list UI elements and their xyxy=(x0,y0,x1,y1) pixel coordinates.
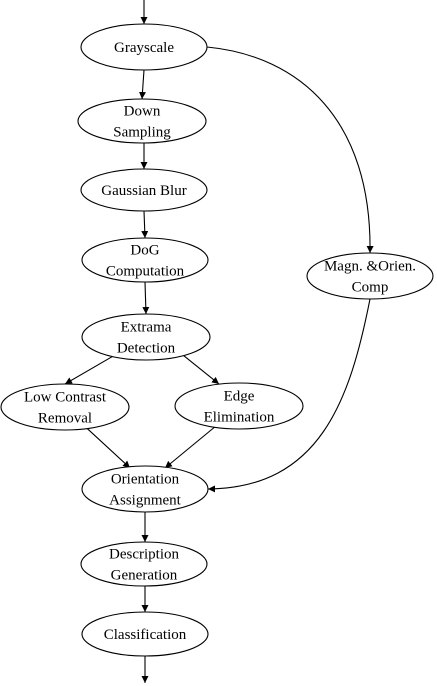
node-label: Low Contrast xyxy=(24,390,107,406)
node-classification: Classification xyxy=(81,611,209,657)
arrow-low-contrast-removal-to-orientation-assignment xyxy=(86,428,131,469)
node-label: Extrama xyxy=(121,320,172,336)
node-shape xyxy=(81,237,209,283)
node-shape xyxy=(174,382,304,430)
arrow-grayscale-to-magn-orien-comp xyxy=(206,46,374,254)
node-shape xyxy=(306,252,434,300)
node-shape xyxy=(80,541,208,587)
arrow-dog-computation-to-extrema-detection xyxy=(142,281,150,315)
node-label: Detection xyxy=(117,341,176,357)
arrow-extrema-detection-to-edge-elimination xyxy=(183,355,220,385)
node-label: Classification xyxy=(104,627,187,643)
node-shape xyxy=(81,465,209,513)
arrow-grayscale-to-down-sampling xyxy=(138,69,146,100)
node-label: Computation xyxy=(106,264,185,280)
node-label: Down xyxy=(124,104,161,120)
node-gaussian-blur: Gaussian Blur xyxy=(80,168,208,212)
node-label: Comp xyxy=(352,280,389,296)
node-shape xyxy=(81,611,209,657)
node-label: Grayscale xyxy=(114,40,174,56)
node-shape xyxy=(0,383,130,431)
node-label: Edge xyxy=(224,389,255,405)
node-grayscale: Grayscale xyxy=(80,23,208,71)
arrow-magn-orien-comp-to-orientation-assignment xyxy=(207,298,371,493)
node-dog-computation: DoG Computation xyxy=(81,237,209,283)
node-label: Magn. &Orien. xyxy=(324,259,416,275)
node-label: Assignment xyxy=(109,493,182,509)
node-label: Sampling xyxy=(113,125,171,141)
arrow-gaussian-blur-to-dog-computation xyxy=(141,210,149,239)
arrow-edge-elimination-to-orientation-assignment xyxy=(164,426,215,469)
arrow-extrema-detection-to-low-contrast-removal xyxy=(64,356,113,385)
node-shape xyxy=(80,168,208,212)
node-label: DoG xyxy=(130,243,159,259)
node-label: Generation xyxy=(111,568,178,584)
node-label: Description xyxy=(109,547,179,563)
node-label: Removal xyxy=(38,411,92,427)
node-shape xyxy=(81,313,211,361)
node-shape xyxy=(77,98,207,144)
node-magn-orien-comp: Magn. &Orien. Comp xyxy=(306,252,434,300)
node-label: Gaussian Blur xyxy=(101,183,186,199)
node-label: Elimination xyxy=(204,410,275,426)
edges xyxy=(64,0,374,683)
node-shape xyxy=(80,23,208,71)
node-label: Orientation xyxy=(111,472,180,488)
